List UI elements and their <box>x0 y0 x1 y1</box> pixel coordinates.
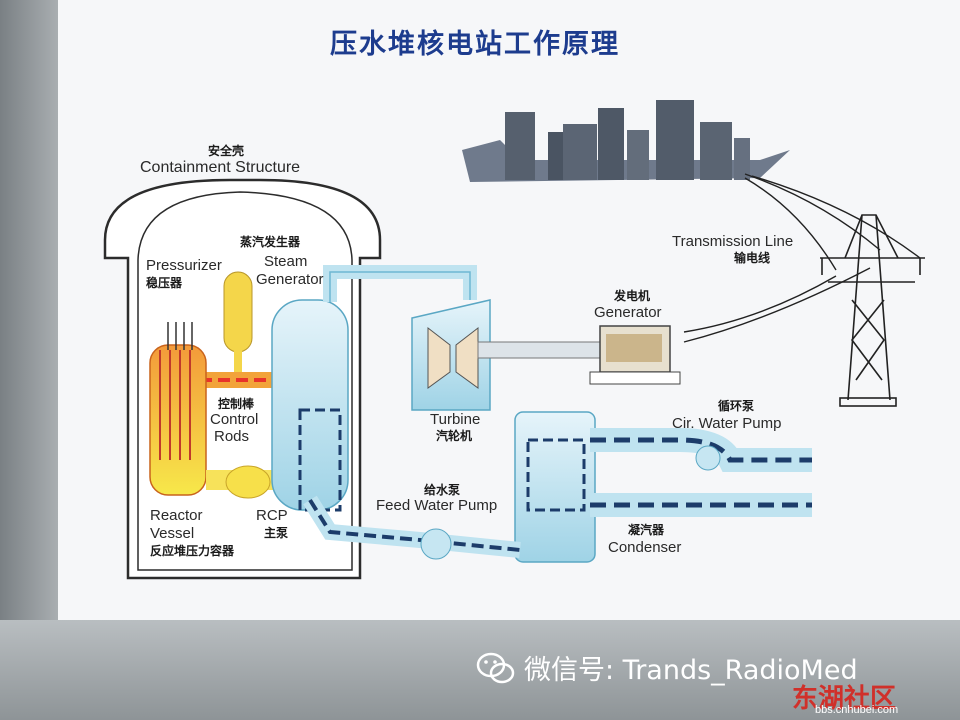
reactor-vessel-label-cn: 反应堆压力容器 <box>150 544 235 558</box>
circulating-water-lines <box>590 428 812 517</box>
transmission-line <box>683 173 921 343</box>
containment-label-cn: 安全壳 <box>208 144 245 158</box>
turbine-shaft <box>477 341 609 359</box>
generator-unit <box>589 325 681 385</box>
transmission-line-label-cn: 输电线 <box>734 251 771 265</box>
pressurizer-vessel <box>223 271 253 380</box>
generator-label-cn: 发电机 <box>614 289 651 303</box>
steam-generator-label-en-1: Steam <box>264 253 308 270</box>
generator-label-en: Generator <box>594 304 662 321</box>
wechat-watermark: 微信号: Trands_RadioMed <box>524 655 858 686</box>
reactor-vessel-label-en-1: Reactor <box>150 507 203 524</box>
turbine-casing <box>411 299 491 411</box>
steam-generator <box>271 299 349 512</box>
containment-label-en: Containment Structure <box>140 159 301 176</box>
pylon-icon <box>820 214 925 407</box>
page-title: 压水堆核电站工作原理 <box>330 29 620 60</box>
control-rods-label-en-1: Control <box>210 411 259 428</box>
turbine-label-en: Turbine <box>430 411 481 428</box>
feed-water-line <box>303 495 521 560</box>
condenser-unit <box>514 411 596 563</box>
site-url: bbs.cnhubei.com <box>815 704 899 716</box>
feed-water-pump-label-en: Feed Water Pump <box>376 497 498 514</box>
wechat-icon <box>476 652 515 684</box>
pressurizer-label-en: Pressurizer <box>146 257 222 274</box>
pressurizer-label-cn: 稳压器 <box>146 276 183 290</box>
control-rods-label-en-2: Rods <box>214 428 250 445</box>
feed-water-pump-label-cn: 给水泵 <box>424 483 461 497</box>
turbine-label-cn: 汽轮机 <box>436 429 473 443</box>
rcp-label-en: RCP <box>256 507 288 524</box>
board-shadow <box>0 0 58 720</box>
condenser-label-cn: 凝汽器 <box>628 523 665 537</box>
transmission-line-label-en: Transmission Line <box>672 233 794 250</box>
city-skyline <box>462 100 790 182</box>
steam-generator-label-en-2: Generator <box>256 271 324 288</box>
reactor-vessel <box>149 322 280 499</box>
reactor-vessel-label-en-2: Vessel <box>150 525 195 542</box>
condenser-label-en: Condenser <box>608 539 682 556</box>
main-steam-line <box>323 265 477 302</box>
cir-water-pump-label-en: Cir. Water Pump <box>672 415 782 432</box>
site-logo-text: 东湖社区 <box>792 684 897 714</box>
control-rods-label-cn: 控制棒 <box>218 397 255 411</box>
rcp-label-cn: 主泵 <box>264 526 289 540</box>
steam-generator-label-cn: 蒸汽发生器 <box>240 235 301 249</box>
cir-water-pump-label-cn: 循环泵 <box>718 399 755 413</box>
